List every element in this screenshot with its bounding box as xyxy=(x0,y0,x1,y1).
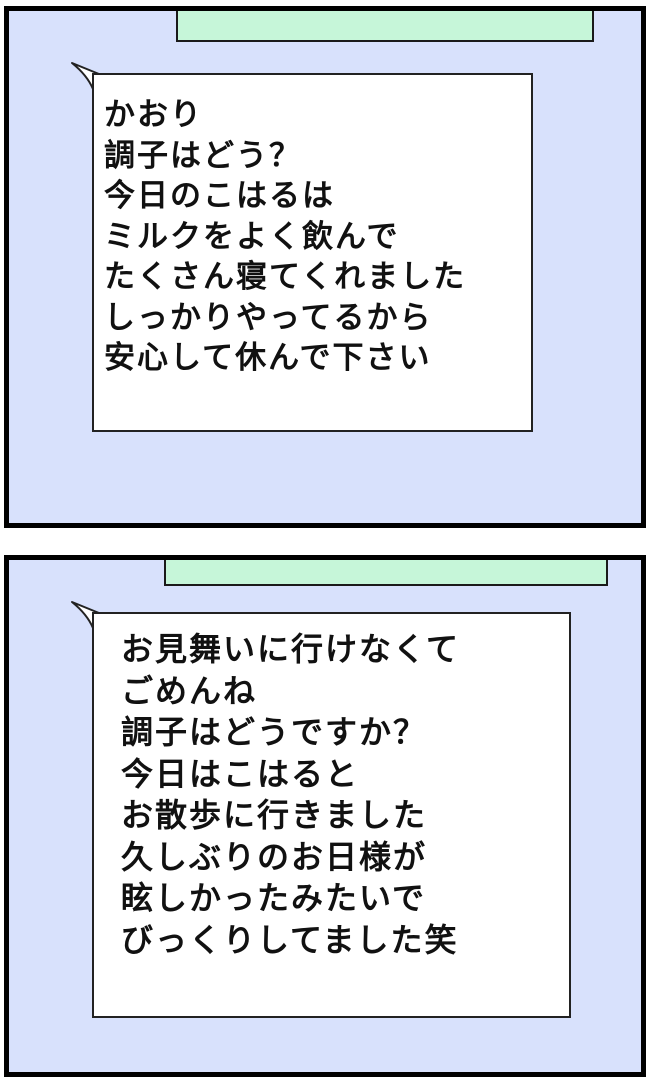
comic-panel-1: かおり 調子はどう？ 今日のこはるは ミルクをよく飲んで たくさん寝てくれました… xyxy=(4,6,646,528)
message-header-bar xyxy=(164,560,608,586)
text-line: 眩しかったみたいで xyxy=(121,879,427,917)
comic-panel-2: お見舞いに行けなくて ごめんね 調子はどうですか？ 今日はこはると お散歩に行き… xyxy=(4,555,646,1077)
text-line: 久しぶりのお日様が xyxy=(121,837,428,876)
message-text: かおり 調子はどう？ 今日のこはるは ミルクをよく飲んで たくさん寝てくれました… xyxy=(104,95,466,379)
text-line: 調子はどうですか？ xyxy=(121,713,428,751)
text-line: ミルクをよく飲んで xyxy=(104,218,400,255)
message-header-bar xyxy=(176,11,594,42)
text-line: たくさん寝てくれました xyxy=(104,259,467,295)
text-line: お見舞いに行けなくて xyxy=(121,630,461,668)
text-line: びっくりしてました笑 xyxy=(121,920,459,959)
text-line: 調子はどう？ xyxy=(104,137,302,174)
message-text: お見舞いに行けなくて ごめんね 調子はどうですか？ 今日はこはると お散歩に行き… xyxy=(121,629,460,961)
speech-bubble: かおり 調子はどう？ 今日のこはるは ミルクをよく飲んで たくさん寝てくれました… xyxy=(92,73,533,432)
speech-bubble: お見舞いに行けなくて ごめんね 調子はどうですか？ 今日はこはると お散歩に行き… xyxy=(92,612,571,1018)
text-line: しっかりやってるから xyxy=(104,299,433,336)
text-line: ごめんね xyxy=(121,671,258,710)
text-line: お散歩に行きました xyxy=(121,796,428,834)
text-line: 今日はこはると xyxy=(121,754,360,793)
text-line: 今日のこはるは xyxy=(104,178,335,214)
text-line: かおり xyxy=(104,97,203,133)
text-line: 安心して休んで下さい xyxy=(104,340,432,376)
